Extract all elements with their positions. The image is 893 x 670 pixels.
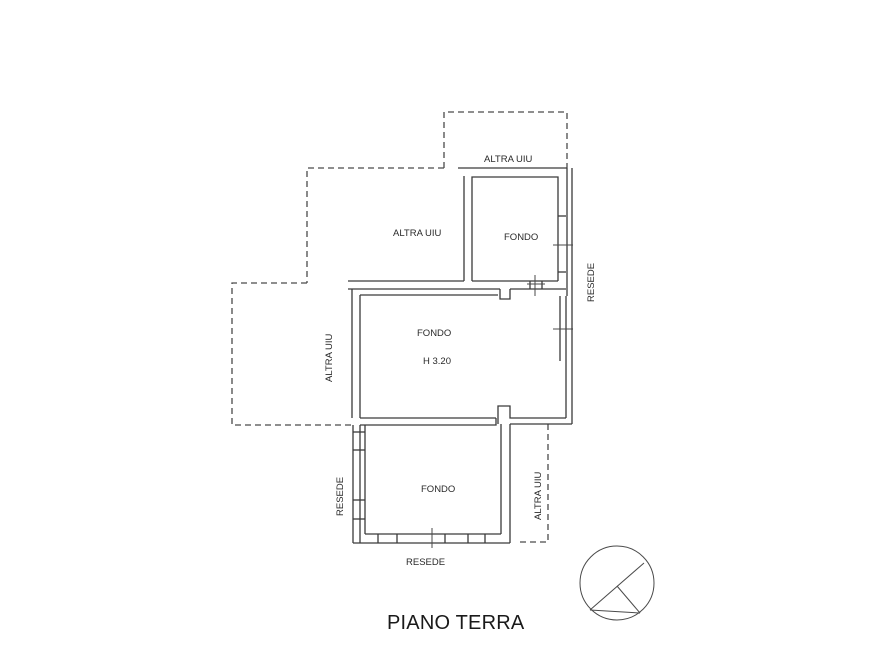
room-height-label: H 3.20 xyxy=(423,356,451,367)
label-altra-uiu-mid: ALTRA UIU xyxy=(393,228,442,239)
room-label-fondo-main: FONDO xyxy=(417,328,451,339)
drawing-title: PIANO TERRA xyxy=(387,612,525,634)
label-altra-uiu-right: ALTRA UIU xyxy=(533,471,544,520)
label-altra-uiu-top: ALTRA UIU xyxy=(484,154,533,165)
compass-north-icon xyxy=(579,545,655,621)
room-label-fondo-top: FONDO xyxy=(504,232,538,243)
altra-uiu-boundaries xyxy=(231,111,568,543)
label-altra-uiu-left: ALTRA UIU xyxy=(324,333,335,382)
room-fondo-top-walls xyxy=(458,167,573,296)
label-resede-left: RESEDE xyxy=(335,477,346,516)
room-label-fondo-bottom: FONDO xyxy=(421,484,455,495)
room-fondo-bottom-walls xyxy=(352,424,511,548)
label-resede-bottom: RESEDE xyxy=(406,557,445,568)
room-fondo-main-walls xyxy=(348,275,573,426)
label-resede-right: RESEDE xyxy=(586,263,597,302)
